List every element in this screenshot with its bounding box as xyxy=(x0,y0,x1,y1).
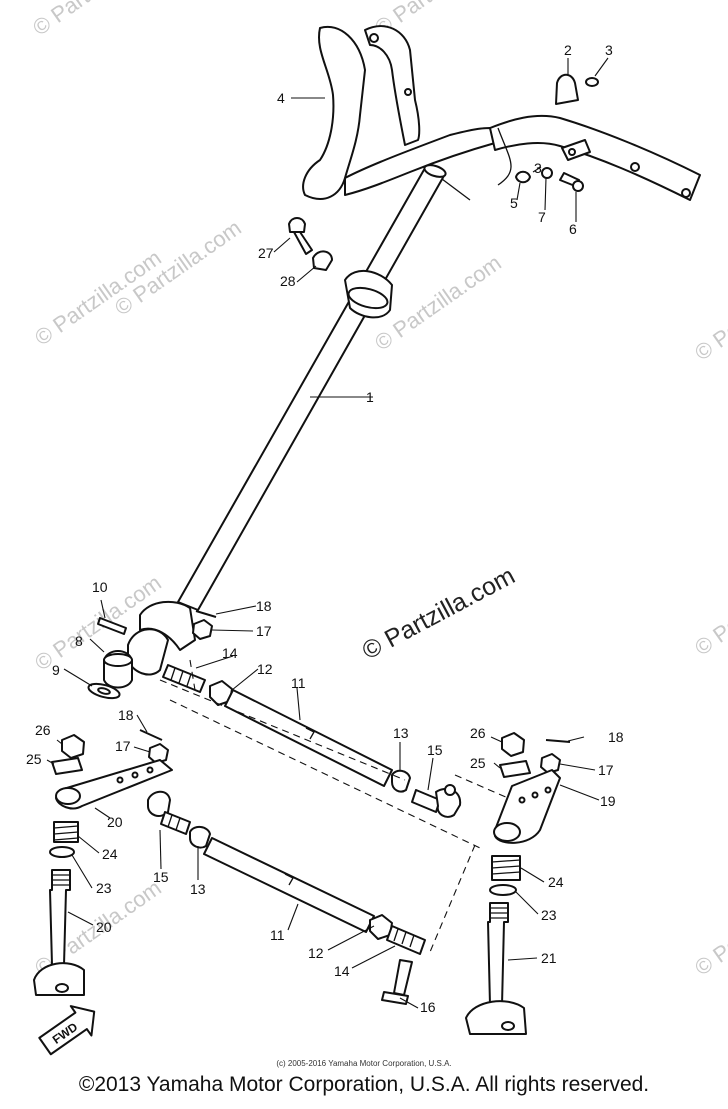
callout-23b: 23 xyxy=(541,907,557,923)
tie-rod-11-lower xyxy=(203,837,375,933)
handlebar-bracket xyxy=(561,139,591,161)
steering-arm-19-right xyxy=(493,769,561,844)
fwd-arrow-icon: FWD xyxy=(38,1005,96,1056)
spindle-21-right xyxy=(465,902,527,1035)
main-watermark: © Partzilla.com xyxy=(358,561,520,665)
callout-12a: 12 xyxy=(257,661,273,677)
bushing-8 xyxy=(103,650,133,689)
ball-joint-15-lower xyxy=(147,790,191,835)
bolt-6 xyxy=(559,172,584,192)
callout-17a: 17 xyxy=(256,623,272,639)
guide-line xyxy=(189,659,196,691)
guide-line xyxy=(169,699,481,849)
guide-line xyxy=(454,774,509,799)
washer-7 xyxy=(541,167,553,179)
callout-18c: 18 xyxy=(608,729,624,745)
callout-20b: 20 xyxy=(96,919,112,935)
callout-21: 21 xyxy=(541,950,557,966)
callout-19: 19 xyxy=(600,793,616,809)
callout-24a: 24 xyxy=(102,846,118,862)
callout-6: 6 xyxy=(569,221,577,237)
callout-15b: 15 xyxy=(153,869,169,885)
nut-17 xyxy=(192,619,213,640)
plate-25-left xyxy=(51,757,83,775)
cotter-pin-18-left xyxy=(139,729,163,741)
leader-lines xyxy=(46,57,609,1009)
callout-4: 4 xyxy=(277,90,285,106)
callout-17c: 17 xyxy=(598,762,614,778)
ball-joint-15-upper xyxy=(411,784,462,818)
handlebar xyxy=(302,25,701,201)
tie-rod-11-upper xyxy=(224,689,393,787)
pin-10 xyxy=(97,617,127,635)
callout-1: 1 xyxy=(366,389,374,405)
callout-13b: 13 xyxy=(190,881,206,897)
spindle-20-left xyxy=(33,869,85,996)
steering-column xyxy=(127,164,447,676)
callout-18b: 18 xyxy=(118,707,134,723)
callout-15a: 15 xyxy=(427,742,443,758)
nut-26-right xyxy=(501,732,525,757)
washer-23-right xyxy=(489,884,517,896)
callout-26b: 26 xyxy=(470,725,486,741)
washer-23-left xyxy=(49,846,75,858)
guide-line xyxy=(429,844,476,953)
callout-20a: 20 xyxy=(107,814,123,830)
callout-11a: 11 xyxy=(291,675,306,691)
cotter-pin-18-right xyxy=(545,739,571,743)
tie-rod-end-14-upper xyxy=(162,664,206,693)
callout-12b: 12 xyxy=(308,945,324,961)
callout-25a: 25 xyxy=(26,751,42,767)
callout-28: 28 xyxy=(280,273,296,289)
callout-23a: 23 xyxy=(96,880,112,896)
callout-14b: 14 xyxy=(334,963,350,979)
cotter-pin-18 xyxy=(195,610,217,618)
guide-line xyxy=(159,679,406,781)
callout-27: 27 xyxy=(258,245,274,261)
callout-24b: 24 xyxy=(548,874,564,890)
callout-17b: 17 xyxy=(115,738,131,754)
spring-24-left xyxy=(53,821,79,843)
bolt-16 xyxy=(381,959,413,1005)
plate-25-right xyxy=(499,760,531,778)
callout-2: 2 xyxy=(564,42,572,58)
callout-25b: 25 xyxy=(470,755,486,771)
bracket-28 xyxy=(312,250,333,271)
steering-arm-20-left xyxy=(55,759,173,810)
callout-8: 8 xyxy=(75,633,83,649)
tie-rod-end-14-lower xyxy=(386,925,426,955)
grip-cap xyxy=(555,73,599,105)
callout-labels: 1 2 3 3 4 5 6 7 8 9 10 11 11 12 12 13 13… xyxy=(26,42,624,1015)
copyright-notice: ©2013 Yamaha Motor Corporation, U.S.A. A… xyxy=(78,1073,650,1096)
spring-24-right xyxy=(491,855,521,881)
bolt-27 xyxy=(288,217,313,255)
callout-11b: 11 xyxy=(270,927,285,943)
callout-5: 5 xyxy=(510,195,518,211)
collar-13-upper xyxy=(391,769,411,793)
callout-3b: 3 xyxy=(534,160,542,176)
callout-3: 3 xyxy=(605,42,613,58)
callout-14a: 14 xyxy=(222,645,238,661)
callout-26a: 26 xyxy=(35,722,51,738)
nut-17-left xyxy=(148,743,169,764)
nut-26-left xyxy=(61,734,85,759)
washer-9 xyxy=(87,682,121,700)
callout-18a: 18 xyxy=(256,598,272,614)
collar-13-lower xyxy=(189,826,211,849)
callout-10: 10 xyxy=(92,579,108,595)
small-credit: (c) 2005-2016 Yamaha Motor Corporation, … xyxy=(276,1059,452,1068)
bolt-5 xyxy=(515,170,531,184)
callout-7: 7 xyxy=(538,209,546,225)
nut-17-right xyxy=(540,753,561,774)
callout-16: 16 xyxy=(420,999,436,1015)
callout-9: 9 xyxy=(52,662,60,678)
callout-13a: 13 xyxy=(393,725,409,741)
